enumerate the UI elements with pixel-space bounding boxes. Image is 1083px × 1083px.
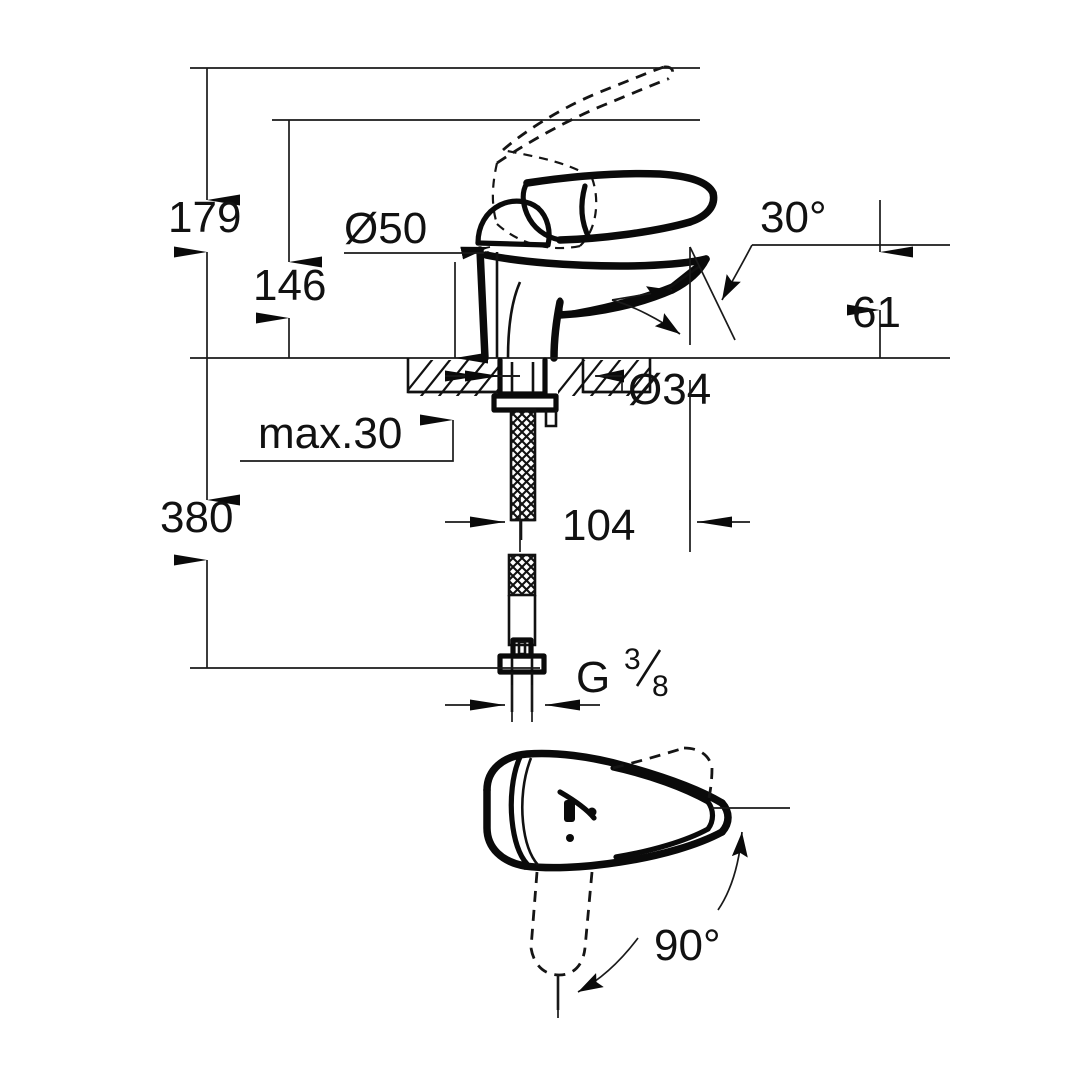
dim-61-label: 61	[852, 288, 901, 337]
dim-g38-denominator: 8	[652, 670, 669, 703]
deck-hatch-right	[558, 360, 650, 396]
lever-handle	[520, 169, 718, 244]
mounting-shank-assembly	[491, 357, 559, 712]
dim-g38-label-prefix: G	[576, 653, 610, 702]
top-view-lever	[483, 746, 732, 1010]
dimension-380: 380	[160, 358, 540, 669]
dim-max30-label: max.30	[258, 409, 402, 458]
dim-146-label: 146	[253, 261, 326, 310]
dim-90deg-label: 90°	[654, 921, 721, 970]
dimension-61: 61	[845, 200, 950, 358]
dimension-146: 146	[253, 119, 700, 358]
dim-104-label: 104	[562, 501, 635, 550]
dim-30deg-label: 30°	[760, 193, 827, 242]
dimension-104: 104	[445, 380, 750, 552]
dimension-d50: Ø50	[344, 204, 491, 364]
dimension-90deg: 90°	[557, 807, 790, 1018]
dim-179-label: 179	[168, 193, 241, 242]
dimension-max30: max.30	[240, 409, 454, 462]
dimension-g38: G 3 8	[445, 643, 669, 722]
dimension-179: 179	[168, 67, 700, 358]
dimension-30deg: 30°	[611, 193, 845, 345]
dim-d34-label: Ø34	[628, 365, 711, 414]
faucet-body-column	[476, 246, 564, 362]
deck-surface	[190, 357, 950, 396]
dim-380-label: 380	[160, 493, 233, 542]
dimension-d34: Ø34	[445, 365, 711, 414]
dim-g38-numerator: 3	[624, 643, 641, 676]
dim-d50-label: Ø50	[344, 204, 427, 253]
